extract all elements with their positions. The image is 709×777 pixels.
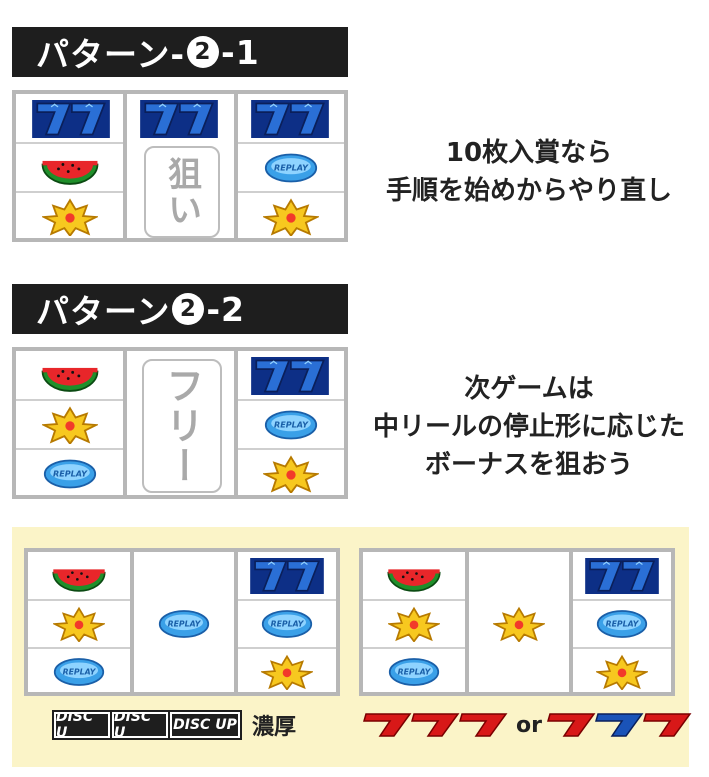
watermelon-icon [16,146,123,190]
seven-result: or [362,710,696,740]
replay-icon [363,650,465,694]
watermelon-icon [16,353,123,397]
pattern-2-2-title-suffix: -2 [206,289,246,329]
blue-seven-icon [26,98,116,140]
number-2-badge: 2 [172,293,205,325]
pattern-2-2-description: 次ゲームは 中リールの停止形に応じた ボーナスを狙おう [352,370,706,484]
bell-icon [573,650,671,694]
replay-icon [573,602,671,646]
red-blue-seven-icon [546,713,692,737]
replay-icon [28,650,130,694]
strong-label: 濃厚 [252,715,297,740]
disc-up-tag: DISC UP [168,710,242,740]
blue-seven-icon [133,98,225,140]
bell-icon [16,403,123,447]
watermelon-icon [28,554,130,598]
pattern-2-1-title-prefix: パターン- [36,35,186,74]
bell-icon [28,602,130,646]
desc-line: 次ゲームは [464,374,594,404]
replay-icon [134,602,234,646]
replay-icon [16,451,123,497]
result-reels-left [24,548,340,696]
bell-icon [238,194,344,240]
bell-icon [363,602,465,646]
pattern-2-2-reels: フリー [12,347,348,499]
blue-seven-icon [244,355,336,397]
desc-line: 10枚入賞なら [445,138,613,168]
bell-icon [16,194,123,240]
blue-seven-icon [244,98,336,140]
result-reels-right [359,548,675,696]
red-seven-icon [363,713,508,737]
pattern-2-1-reels: 狙い [12,90,348,242]
replay-icon [238,403,344,447]
disc-up-tag: DISC U [52,709,112,741]
pattern-2-2-header: パターン 2 -2 [12,284,348,334]
pattern-2-1-header: パターン- 2 -1 [12,27,348,77]
pattern-2-1-title-suffix: -1 [221,32,260,72]
desc-line: 手順を始めからやり直し [385,176,672,206]
desc-line: ボーナスを狙おう [424,450,633,480]
free-label: フリー [142,359,222,493]
bell-icon [469,602,569,646]
replay-icon [238,602,336,646]
desc-line: 中リールの停止形に応じた [372,412,685,442]
watermelon-icon [363,554,465,598]
replay-icon [238,146,344,190]
blue-seven-icon [242,555,332,597]
aim-label: 狙い [144,146,220,238]
number-2-badge: 2 [187,36,220,68]
disc-up-result: DISC U DISC U DISC UP 濃厚 [52,708,297,742]
disc-up-tag: DISC U [110,709,170,741]
bell-icon [238,650,336,694]
bell-icon [238,451,344,497]
or-label: or [516,712,542,738]
pattern-2-1-description: 10枚入賞なら 手順を始めからやり直し [352,134,706,210]
pattern-2-2-title-prefix: パターン [36,292,171,331]
blue-seven-icon [577,555,667,597]
